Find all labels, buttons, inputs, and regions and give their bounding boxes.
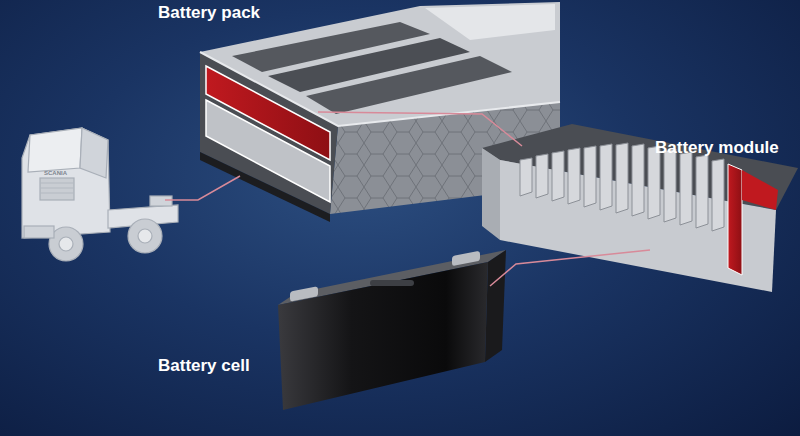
part-name: Battery pack: [158, 3, 260, 23]
part-name: Battery cell: [158, 356, 250, 376]
leader-line: [165, 112, 650, 286]
battery-cell-drawing: [278, 250, 506, 410]
part-name: Battery module: [655, 138, 779, 158]
truck-drawing: [22, 128, 178, 261]
brand-logo: SCANIA: [44, 170, 67, 177]
battery-module-drawing: [482, 124, 798, 292]
